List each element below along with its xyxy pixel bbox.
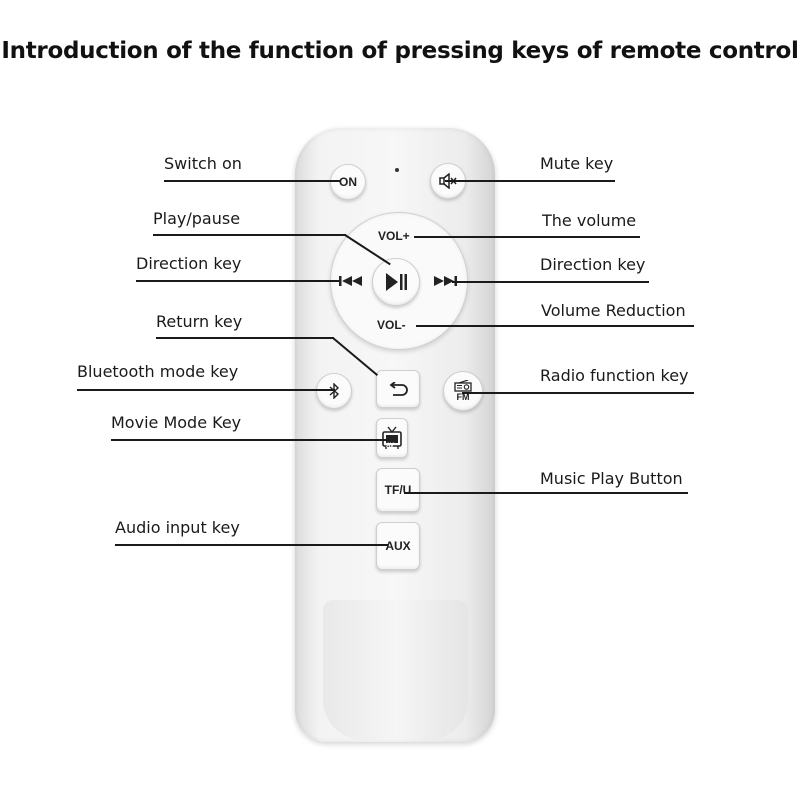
label-movie: Movie Mode Key	[111, 413, 242, 432]
bluetooth-icon	[329, 383, 340, 399]
play-pause-icon	[386, 273, 407, 291]
on-button-label: ON	[339, 175, 357, 189]
leader-audio-input	[115, 544, 388, 546]
leader-return-a	[156, 337, 334, 339]
leader-radio	[462, 392, 694, 394]
label-direction-right: Direction key	[540, 255, 646, 274]
fm-button-label: FM	[456, 392, 470, 402]
leader-play-pause-a	[153, 234, 346, 236]
label-bluetooth: Bluetooth mode key	[77, 362, 239, 381]
av-label: AV	[386, 443, 394, 449]
label-music: Music Play Button	[540, 469, 683, 488]
play-pause-button[interactable]	[372, 258, 420, 306]
label-audio-input: Audio input key	[115, 518, 240, 537]
label-play-pause: Play/pause	[153, 209, 241, 228]
on-button[interactable]: ON	[330, 164, 366, 200]
movie-mode-button[interactable]: AV	[376, 418, 408, 458]
fm-radio-button[interactable]: FM	[443, 371, 483, 411]
leader-volume-up	[414, 236, 640, 238]
label-return: Return key	[156, 312, 243, 331]
previous-track-icon[interactable]	[338, 274, 364, 288]
label-volume-up: The volume	[542, 211, 637, 230]
return-button[interactable]	[376, 370, 420, 408]
radio-icon	[454, 380, 472, 392]
bluetooth-button[interactable]	[316, 373, 352, 409]
indicator-light	[395, 168, 399, 172]
volume-down-button[interactable]: VOL-	[377, 318, 406, 332]
leader-switch-on	[164, 180, 340, 182]
leader-music	[404, 492, 688, 494]
aux-button[interactable]: AUX	[376, 522, 420, 570]
leader-volume-down	[416, 325, 694, 327]
label-volume-down: Volume Reduction	[541, 301, 686, 320]
leader-direction-left	[136, 280, 339, 282]
tf-usb-label: TF/U	[384, 483, 412, 497]
label-switch-on: Switch on	[164, 154, 242, 173]
leader-direction-right	[452, 281, 649, 283]
tf-usb-button[interactable]: TF/U	[376, 468, 420, 512]
aux-label: AUX	[385, 539, 411, 553]
label-mute: Mute key	[540, 154, 614, 173]
label-radio: Radio function key	[540, 366, 689, 385]
leader-bluetooth	[77, 389, 335, 391]
label-direction-left: Direction key	[136, 254, 242, 273]
page-title: Introduction of the function of pressing…	[1, 38, 799, 64]
leader-mute	[445, 180, 615, 182]
return-arrow-icon	[389, 382, 408, 396]
remote-lower-panel	[323, 600, 468, 740]
volume-up-button[interactable]: VOL+	[378, 229, 410, 243]
leader-movie	[111, 439, 387, 441]
